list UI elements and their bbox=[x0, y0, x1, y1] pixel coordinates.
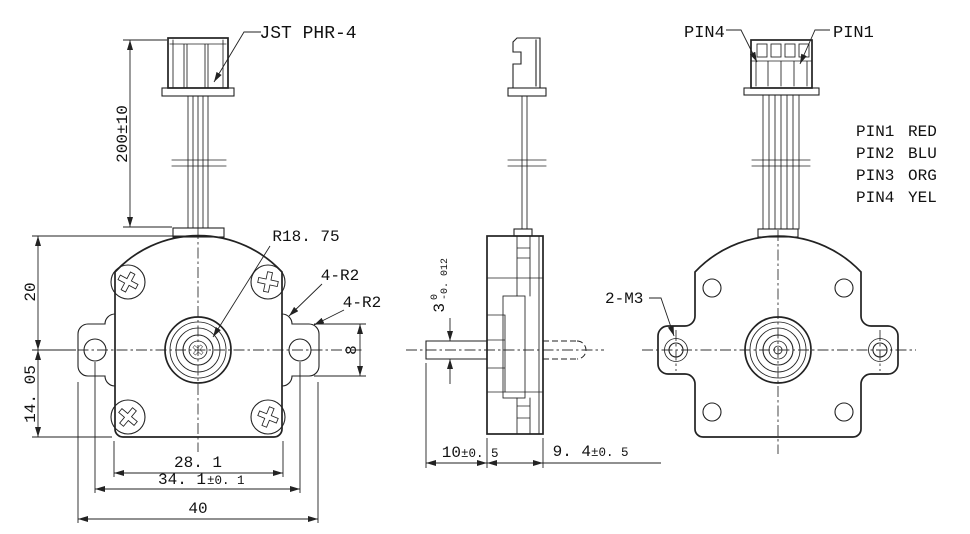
pin1-leader bbox=[799, 29, 830, 65]
rear-shaft-hidden bbox=[543, 340, 587, 360]
dim-shaft-length: 10 bbox=[442, 444, 461, 462]
dim-lead-length: 200±10 bbox=[114, 105, 132, 163]
jst-connector-front bbox=[161, 37, 235, 97]
front-view-labels: JST PHR-4 R18. 75 4-R2 4-R2 bbox=[212, 24, 381, 338]
lead-wires-front bbox=[171, 95, 227, 229]
front-view-dimensions: 200±10 20 14. 05 8 28. 1 34. 1 ±0. 1 40 bbox=[22, 39, 366, 523]
back-centerlines bbox=[642, 230, 916, 454]
dim-shaft-length-tol: ±0. 5 bbox=[461, 447, 499, 461]
dim-hole-span-tol: ±0. 1 bbox=[207, 474, 245, 488]
front-view bbox=[58, 37, 364, 452]
body-internal-lines bbox=[486, 235, 544, 435]
dim-hole-span: 34. 1 bbox=[158, 471, 206, 489]
corner-holes-back bbox=[702, 278, 854, 422]
ear-hole-right bbox=[288, 338, 312, 362]
lead-wires-back bbox=[762, 94, 800, 230]
thread-leader bbox=[649, 297, 675, 337]
dim-upper-height: 20 bbox=[22, 282, 40, 301]
ear-hole-left bbox=[83, 338, 107, 362]
thread-holes-back bbox=[664, 338, 892, 362]
shaft-boss-front bbox=[164, 316, 232, 384]
dim-ear-height: 8 bbox=[343, 345, 361, 355]
shaft-dia-dimension: 3 0 -0. 012 bbox=[430, 258, 453, 384]
dim-overall-width: 40 bbox=[188, 500, 207, 518]
wire-entry-back bbox=[757, 228, 799, 238]
jst-connector-label: JST PHR-4 bbox=[259, 24, 356, 44]
output-shaft bbox=[425, 340, 488, 360]
side-view: 3 0 -0. 012 10 ±0. 5 9. 4 ±0. 5 bbox=[406, 37, 661, 468]
jst-connector-side bbox=[507, 37, 547, 97]
legend-pin1: PIN1 bbox=[856, 123, 894, 141]
dim-shaft-dia-tol-lower: -0. 012 bbox=[440, 258, 451, 300]
wire-entry-side bbox=[513, 228, 533, 237]
motor-body-back bbox=[657, 235, 899, 438]
legend-pin4: PIN4 bbox=[856, 189, 894, 207]
corner-radius-label-b: 4-R2 bbox=[343, 294, 381, 312]
corner-screws bbox=[110, 264, 286, 435]
wire-break-line-back bbox=[751, 159, 811, 167]
shaft-boss-back bbox=[744, 316, 812, 384]
motor-body-side bbox=[486, 235, 544, 435]
dim-shaft-dia: 3 bbox=[431, 303, 449, 313]
jst-connector-back bbox=[743, 39, 820, 96]
pin4-leader bbox=[726, 29, 758, 63]
corner-r-leader-a bbox=[288, 283, 323, 317]
dim-body-depth: 9. 4 bbox=[553, 443, 591, 461]
motor-body-front bbox=[114, 234, 283, 438]
dim-lower-height: 14. 05 bbox=[22, 365, 40, 423]
mounting-ear-left bbox=[77, 313, 116, 387]
pin4-label: PIN4 bbox=[684, 24, 725, 43]
legend-pin3-color: ORG bbox=[908, 167, 937, 185]
thread-label: 2-M3 bbox=[605, 290, 643, 308]
lead-wire-side bbox=[521, 95, 528, 230]
dim-shaft-dia-tol-upper: 0 bbox=[430, 294, 441, 300]
legend-pin4-color: YEL bbox=[908, 189, 937, 207]
corner-r-leader-b bbox=[313, 309, 345, 326]
dim-body-width: 28. 1 bbox=[174, 454, 222, 472]
pin-color-legend: PIN1 RED PIN2 BLU PIN3 ORG PIN4 YEL bbox=[856, 123, 937, 207]
dim-body-depth-tol: ±0. 5 bbox=[591, 446, 629, 460]
mounting-ear-right bbox=[281, 313, 320, 387]
wire-break-line bbox=[171, 159, 227, 167]
back-view: PIN4 PIN1 2-M3 PIN1 RED PIN2 BLU PIN3 OR… bbox=[605, 24, 937, 454]
legend-pin2: PIN2 bbox=[856, 145, 894, 163]
wire-entry-front bbox=[172, 227, 225, 238]
radius-leader bbox=[212, 245, 271, 338]
legend-pin1-color: RED bbox=[908, 123, 937, 141]
jst-leader bbox=[213, 31, 261, 83]
side-bottom-dimensions: 10 ±0. 5 9. 4 ±0. 5 bbox=[425, 363, 661, 468]
dome-radius-label: R18. 75 bbox=[272, 228, 339, 246]
front-centerlines bbox=[58, 228, 364, 452]
wire-break-line-side bbox=[507, 159, 547, 167]
legend-pin3: PIN3 bbox=[856, 167, 894, 185]
pin1-label: PIN1 bbox=[833, 24, 874, 43]
corner-radius-label-a: 4-R2 bbox=[321, 267, 359, 285]
legend-pin2-color: BLU bbox=[908, 145, 937, 163]
ear-hole-centerlines bbox=[675, 330, 881, 371]
